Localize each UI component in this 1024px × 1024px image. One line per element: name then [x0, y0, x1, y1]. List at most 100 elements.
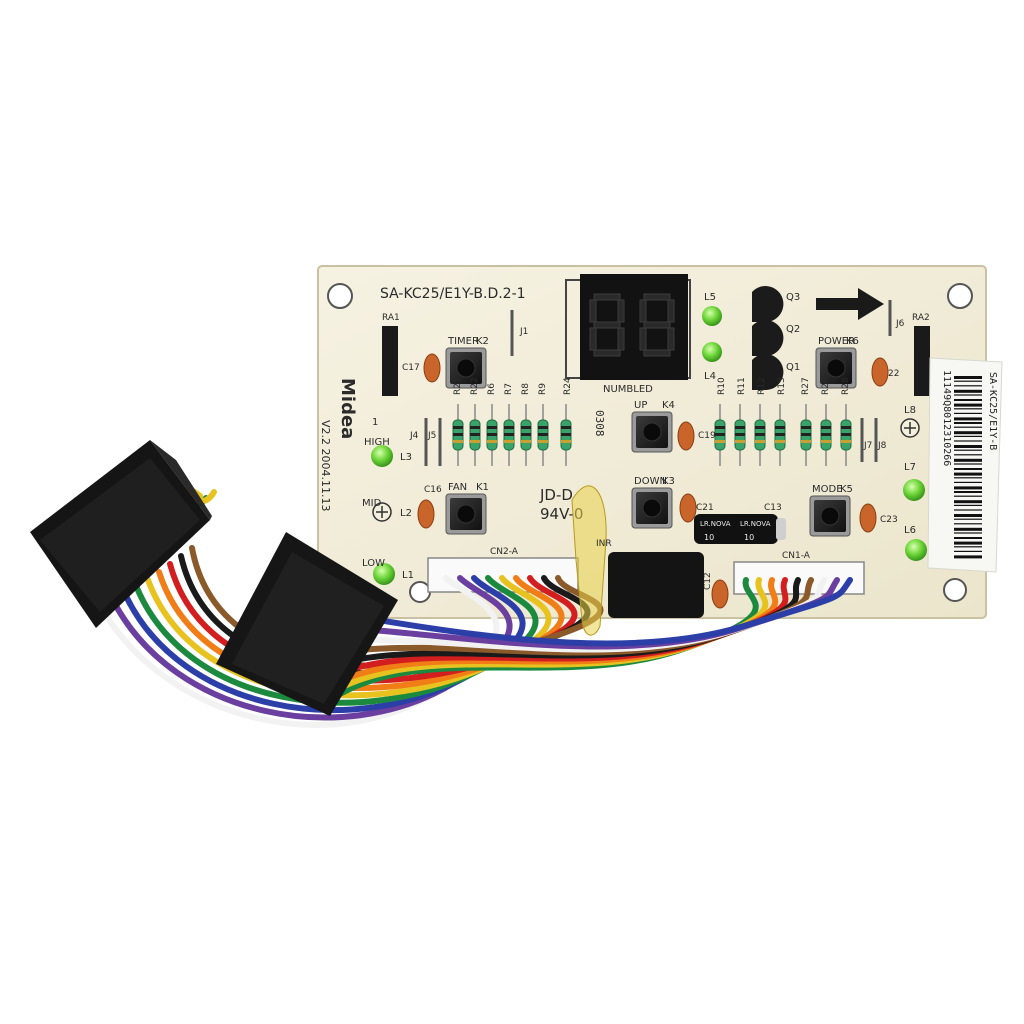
- svg-text:L2: L2: [400, 508, 412, 519]
- fan-high-label: HIGH: [364, 437, 390, 448]
- svg-text:R8: R8: [521, 383, 531, 395]
- svg-text:10: 10: [704, 533, 714, 542]
- mounting-hole-icon: [327, 283, 353, 309]
- svg-text:Q3: Q3: [786, 292, 800, 303]
- svg-text:R21: R21: [453, 377, 463, 395]
- svg-text:K1: K1: [476, 482, 489, 493]
- svg-text:POWER: POWER: [818, 336, 855, 347]
- svg-text:Q1: Q1: [786, 362, 800, 373]
- svg-text:K3: K3: [662, 476, 675, 487]
- harness-plug-left: [30, 440, 212, 628]
- serial-sticker: SA-KC25/E1Y-B 11149Q8012310266: [927, 357, 1003, 573]
- led-l2: L2 MID: [362, 498, 412, 522]
- svg-text:R26: R26: [821, 377, 831, 395]
- svg-text:L3: L3: [400, 452, 412, 463]
- svg-text:R28: R28: [841, 377, 851, 395]
- svg-text:L4: L4: [704, 371, 716, 382]
- mounting-hole-icon: [947, 283, 973, 309]
- led-l1: L1 LOW: [362, 558, 414, 585]
- resistor: [486, 404, 498, 466]
- mounting-hole-icon: [943, 578, 967, 602]
- svg-text:RA1: RA1: [382, 313, 400, 323]
- svg-text:C21: C21: [696, 503, 714, 513]
- resistor-network-ra2: [914, 326, 930, 396]
- svg-text:R9: R9: [538, 383, 548, 395]
- svg-text:C13: C13: [764, 503, 782, 513]
- svg-text:J5: J5: [427, 431, 436, 441]
- svg-text:C19: C19: [698, 431, 716, 441]
- fan-mid-label: MID: [362, 498, 382, 509]
- svg-text:K2: K2: [476, 336, 489, 347]
- seven-segment-display: [565, 274, 691, 380]
- fan-low-label: LOW: [362, 558, 385, 569]
- resistor: [452, 404, 464, 466]
- svg-text:R11: R11: [737, 377, 747, 395]
- button-fan[interactable]: FAN K1: [445, 482, 489, 535]
- led-l3: L3 HIGH 1: [364, 417, 412, 467]
- svg-text:K6: K6: [846, 336, 859, 347]
- svg-text:K4: K4: [662, 400, 675, 411]
- svg-text:J4: J4: [409, 431, 419, 441]
- board-version: V2.2 2004.11.13: [319, 420, 332, 512]
- svg-text:INR: INR: [596, 539, 612, 549]
- resistor: [503, 404, 515, 466]
- harness-plug-right: [216, 532, 398, 716]
- svg-text:CN1-A: CN1-A: [782, 551, 811, 561]
- resistor: [734, 404, 746, 466]
- svg-text:R13: R13: [777, 377, 787, 395]
- svg-text:K5: K5: [840, 484, 853, 495]
- ceramic-capacitors: [417, 353, 889, 609]
- arrow-right-icon: [816, 288, 884, 320]
- varnish-blob: [571, 485, 607, 636]
- svg-text:J8: J8: [877, 441, 887, 451]
- transistors: Q3 Q2 Q1: [752, 286, 800, 390]
- svg-text:FAN: FAN: [448, 482, 467, 493]
- svg-text:Q2: Q2: [786, 324, 800, 335]
- svg-text:R24: R24: [563, 377, 573, 395]
- svg-text:C16: C16: [424, 485, 442, 495]
- led-l5: L5: [702, 292, 722, 326]
- svg-text:L8: L8: [904, 405, 916, 416]
- svg-text:R7: R7: [504, 383, 514, 395]
- resistor: [820, 404, 832, 466]
- resistor: [840, 404, 852, 466]
- display-label: NUMBLED: [603, 384, 653, 395]
- resistor: [537, 404, 549, 466]
- svg-text:C23: C23: [880, 515, 898, 525]
- svg-text:L1: L1: [402, 570, 414, 581]
- svg-text:L5: L5: [704, 292, 716, 303]
- board-model: SA-KC25/E1Y-B.D.2-1: [380, 286, 526, 302]
- svg-text:MODE: MODE: [812, 484, 843, 495]
- display-code: 0308: [593, 410, 606, 437]
- ferrite-core: [608, 552, 704, 618]
- svg-text:10: 10: [744, 533, 754, 542]
- resistor: [774, 404, 786, 466]
- led-l7: L7: [903, 462, 925, 501]
- resistor: [800, 404, 812, 466]
- svg-text:J6: J6: [895, 319, 905, 329]
- svg-text:R22: R22: [470, 377, 480, 395]
- resistor: [520, 404, 532, 466]
- svg-text:22: 22: [888, 369, 899, 379]
- mounting-hole-icon: [409, 581, 431, 603]
- svg-text:1: 1: [372, 417, 378, 428]
- svg-text:R6: R6: [487, 383, 497, 395]
- svg-text:R27: R27: [801, 377, 811, 395]
- led-l4: L4: [702, 342, 722, 382]
- svg-text:C12: C12: [703, 572, 713, 590]
- svg-text:L7: L7: [904, 462, 916, 473]
- svg-text:TIMER: TIMER: [447, 336, 479, 347]
- electrolytic-capacitor: LR.NOVA LR.NOVA 10 10 C13: [694, 503, 786, 544]
- svg-text:LR.NOVA: LR.NOVA: [740, 520, 771, 528]
- resistor-network-ra1: [382, 326, 398, 396]
- svg-text:DOWN: DOWN: [634, 476, 667, 487]
- brand-logo: Midea: [337, 378, 358, 439]
- svg-text:J1: J1: [519, 327, 528, 337]
- resistor: [754, 404, 766, 466]
